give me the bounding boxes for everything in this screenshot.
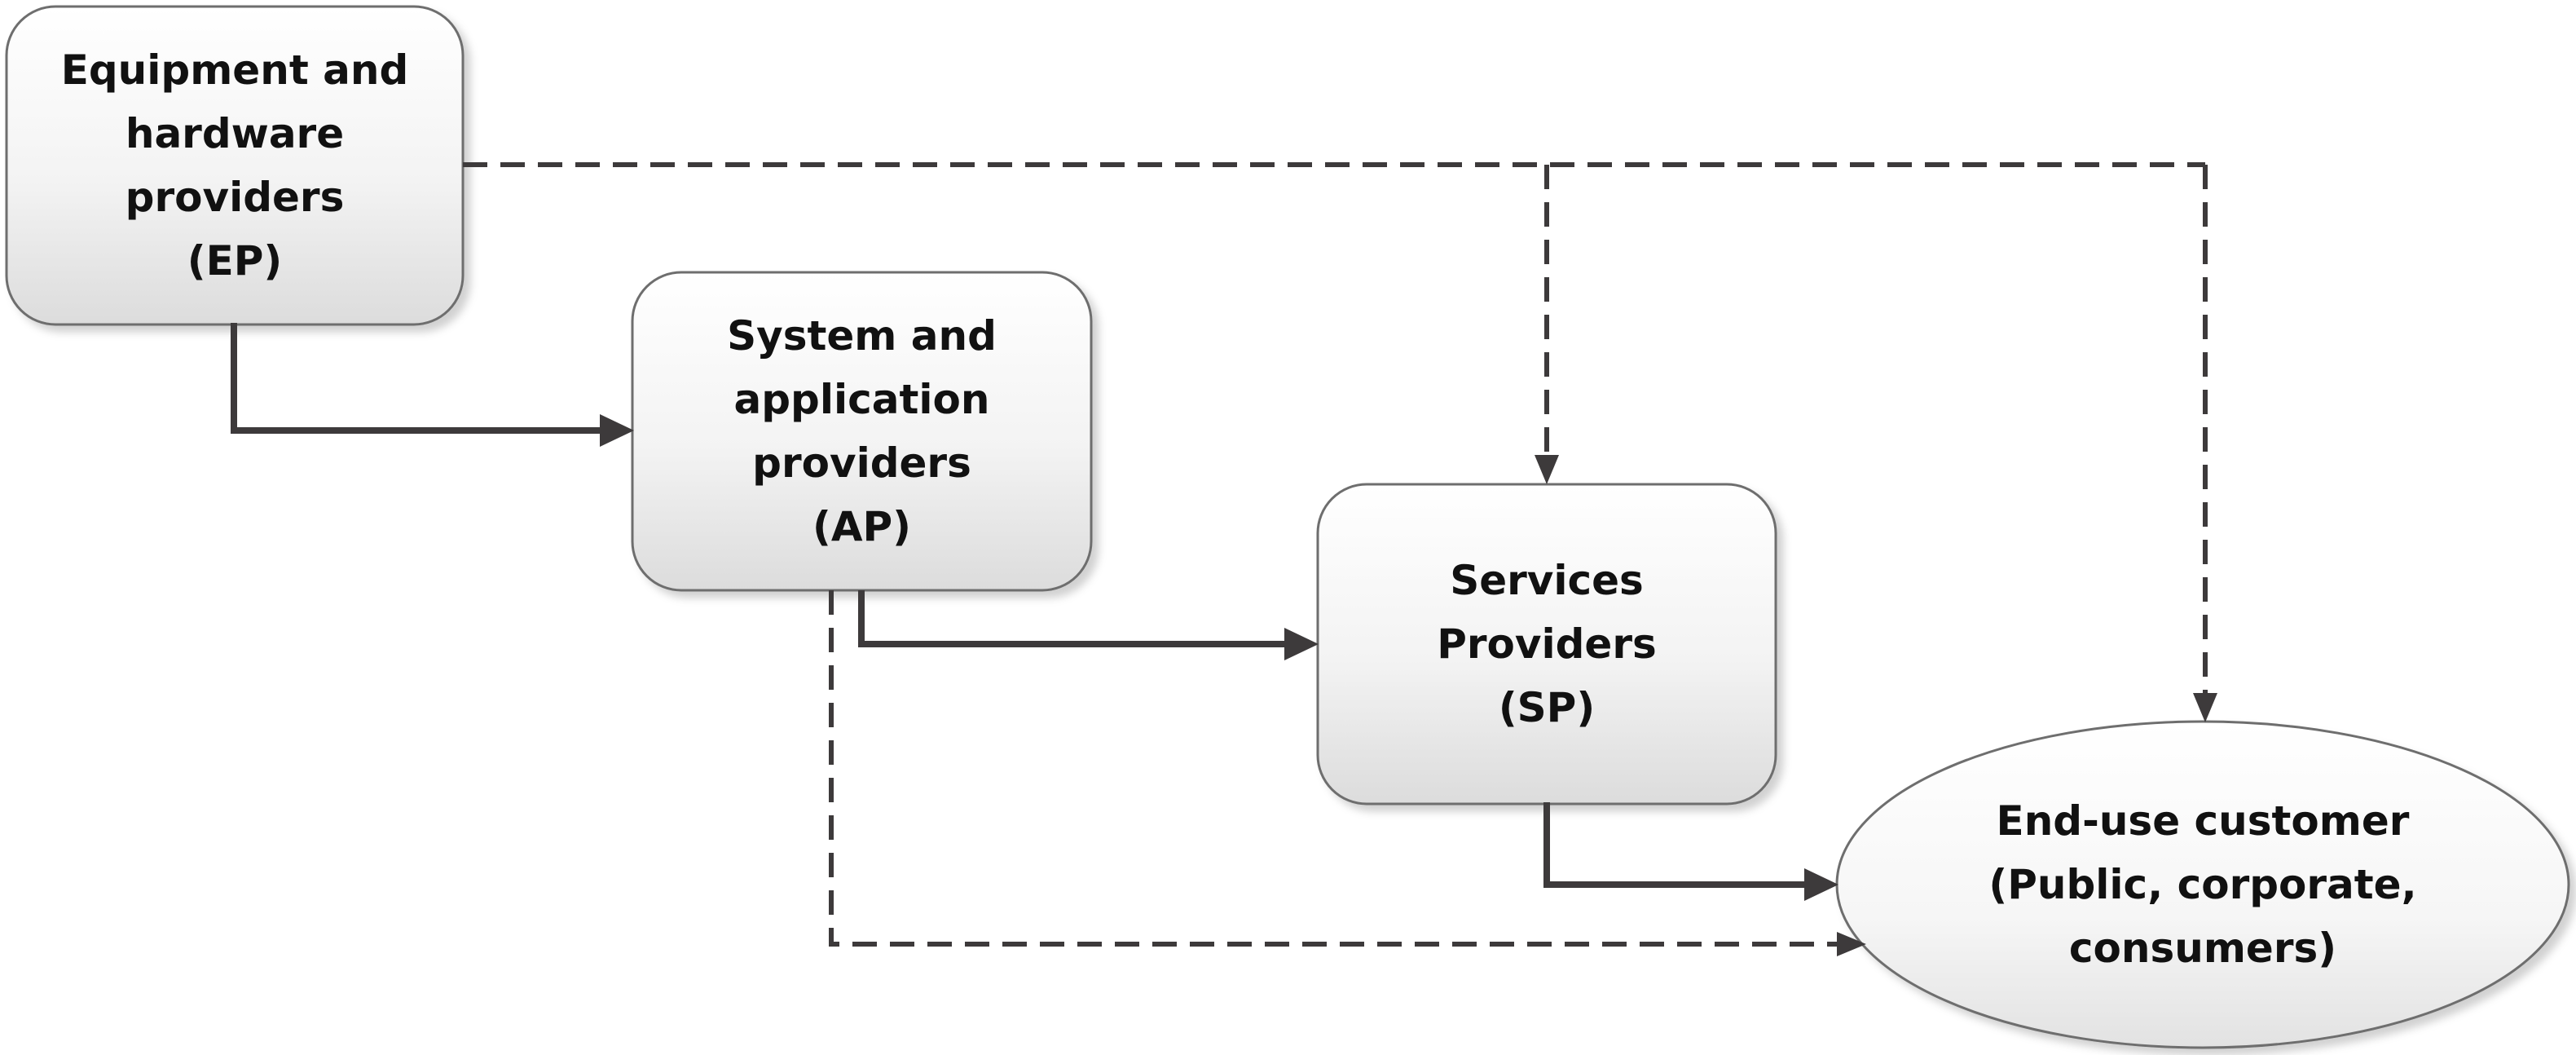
ap-label-line-4: (AP) [812, 503, 912, 550]
arrowhead-sp-to-customer [1804, 868, 1838, 901]
sp-label-line-3: (SP) [1498, 684, 1596, 731]
customer-label-line-3: consumers) [2068, 925, 2337, 972]
connector-ep-to-ap [231, 323, 603, 434]
ep-label: Equipment and hardware providers (EP) [7, 7, 463, 324]
sp-label: Services Providers (SP) [1318, 484, 1776, 804]
ep-label-line-4: (EP) [187, 237, 283, 285]
sp-label-line-2: Providers [1437, 620, 1657, 668]
ap-label-line-1: System and [727, 312, 997, 360]
dashed-connector-ap-to-customer [829, 590, 1837, 947]
ep-label-line-3: providers [125, 174, 345, 221]
customer-label-line-1: End-use customer [1996, 797, 2410, 845]
ap-label: System and application providers (AP) [632, 272, 1091, 590]
arrowhead-ep-to-ap [600, 414, 634, 447]
connector-ap-to-sp [858, 590, 1288, 647]
ap-label-line-3: providers [752, 439, 971, 487]
dashed-arrowhead-ep-to-sp [1535, 455, 1559, 484]
ap-label-line-2: application [733, 376, 990, 423]
arrowhead-ap-to-sp [1284, 628, 1319, 660]
customer-label-line-2: (Public, corporate, [1988, 861, 2417, 908]
ep-label-line-1: Equipment and [60, 46, 409, 94]
dashed-arrowhead-ep-to-customer [2193, 693, 2217, 722]
connector-sp-to-customer [1543, 802, 1808, 888]
ep-label-line-2: hardware [125, 110, 345, 157]
customer-label: End-use customer (Public, corporate, con… [1837, 722, 2569, 1048]
dashed-arrowhead-ap-to-customer [1837, 932, 1866, 956]
sp-label-line-1: Services [1450, 557, 1644, 604]
